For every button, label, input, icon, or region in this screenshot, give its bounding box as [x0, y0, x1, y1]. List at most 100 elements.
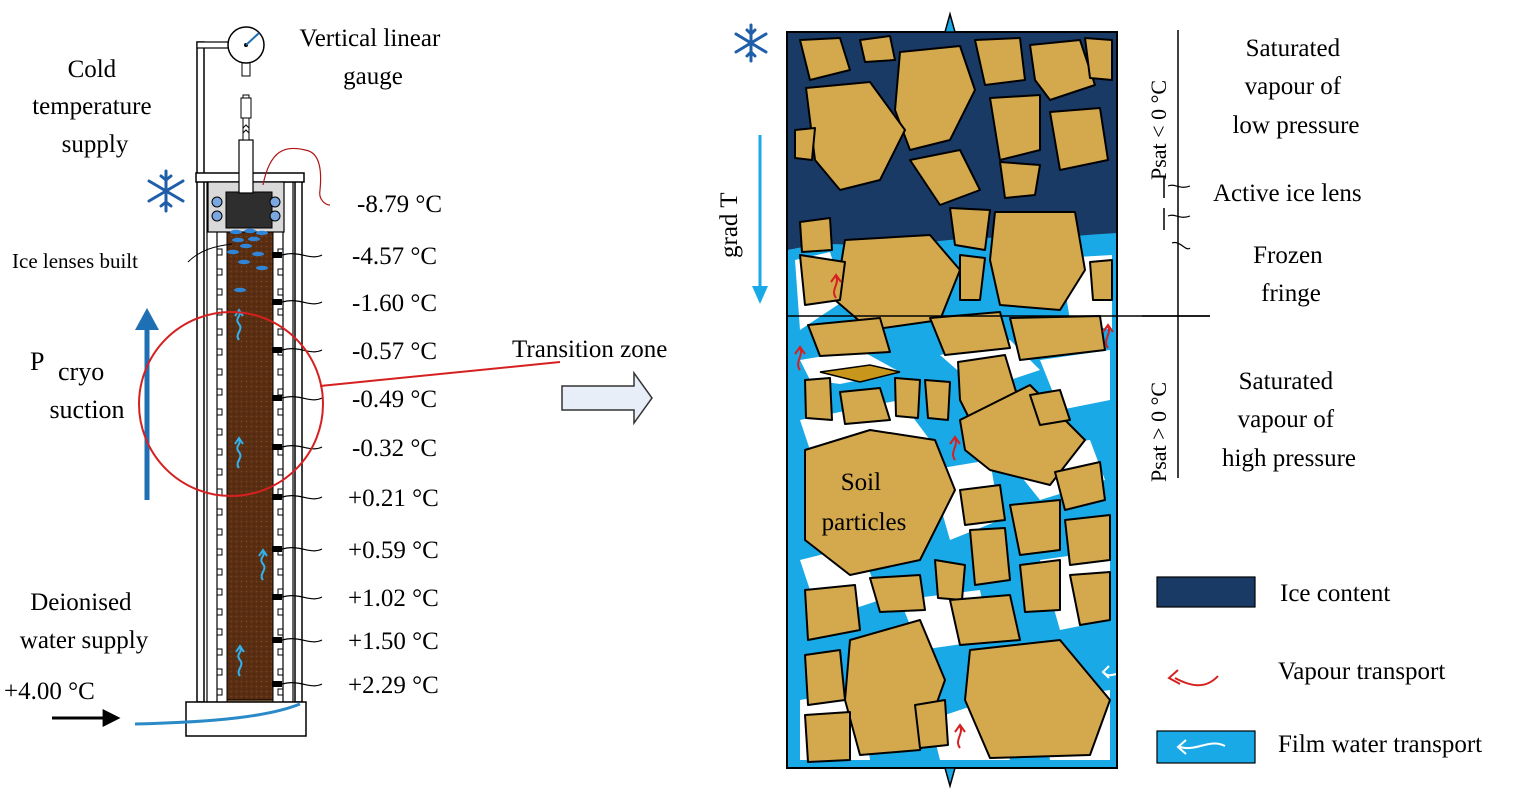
soil-particle: [949, 594, 1021, 646]
soil-particle: [989, 94, 1041, 161]
ring-stack-left: [216, 235, 223, 696]
snowflake-icon: [734, 23, 768, 63]
ice-lens: [238, 259, 250, 265]
probe-wire: [281, 253, 323, 258]
flow-arrowhead: [258, 548, 268, 557]
soil-particle: [804, 584, 861, 641]
probe-tip: [272, 252, 282, 258]
probe-temperature: -0.57 °C: [352, 338, 437, 365]
temperature-probes: [272, 252, 323, 687]
probe-tip: [272, 347, 282, 353]
probe-wire: [281, 547, 323, 552]
cap-thermocouple-wire: [262, 147, 331, 206]
vapour-arrow-icon: [1105, 325, 1110, 349]
vapour-arrowhead: [954, 723, 966, 733]
soil-particle: [914, 699, 949, 749]
vapour-arrow-icon: [952, 437, 957, 461]
zoom-arrow-icon: [561, 370, 653, 426]
stem-break-mark: [242, 129, 250, 134]
vapour-arrowhead: [949, 435, 961, 445]
suction-label-line2: suction: [49, 395, 124, 424]
soil-particle: [839, 387, 891, 425]
ice-lens: [227, 249, 239, 255]
suction-arrowhead: [135, 308, 159, 330]
soil-particle: [799, 254, 846, 306]
ring-stack-right: [277, 235, 284, 696]
transition-zone-circle: [138, 311, 324, 497]
soil-particle: [969, 527, 1011, 586]
probe-tip: [272, 637, 282, 643]
test-apparatus: [52, 26, 561, 737]
cell-wall-right: [282, 181, 294, 703]
legend-label-vapour: Vapour transport: [1278, 658, 1445, 685]
soil-particle: [999, 161, 1041, 199]
soil-particle: [799, 217, 833, 253]
lens-brace: [1167, 214, 1191, 218]
soil-particle: [794, 127, 816, 161]
soil-particle: [807, 317, 891, 357]
grad-t-label: grad T: [716, 193, 743, 259]
ice-lens: [244, 228, 256, 234]
vapour-arrow-icon: [833, 275, 838, 299]
soil-particle: [804, 711, 851, 763]
active-lens-label: Active ice lens: [1213, 180, 1362, 207]
soil-particle: [989, 211, 1086, 311]
soil-particle: [974, 37, 1026, 86]
soil-particle: [934, 559, 966, 601]
gauge-neck: [241, 61, 251, 77]
probe-tip: [272, 299, 282, 305]
ice-lens-marks: [227, 228, 268, 293]
ice-lens: [232, 237, 244, 243]
legend-film-arrowhead: [1176, 739, 1187, 755]
inlet-temperature: +4.00 °C: [4, 678, 95, 705]
probe-wire: [281, 638, 323, 643]
probe-tip: [272, 395, 282, 401]
gauge-label: Vertical linear gauge: [299, 25, 446, 90]
probe-temperature: +0.59 °C: [348, 537, 439, 564]
water-film-marks: [794, 273, 1117, 749]
soil-particle: [949, 207, 991, 251]
probe-tip: [272, 444, 282, 450]
probe-wire: [281, 682, 323, 687]
vapour-arrowhead: [830, 273, 842, 283]
legend-label-ice: Ice content: [1280, 580, 1390, 607]
soil-particle: [1054, 461, 1106, 511]
legend-vapour-arrow-icon: [1174, 675, 1219, 687]
probe-temperature: +0.21 °C: [348, 485, 439, 512]
left-labels: Vertical linear gauge Cold temperature s…: [4, 25, 667, 705]
cold-head: [225, 191, 273, 229]
soil-particle: [799, 37, 851, 81]
ice-lens-leader: [187, 243, 233, 263]
soil-particle: [1019, 559, 1061, 613]
legend-film-arrow-icon: [1179, 742, 1226, 750]
vapour-pressure-scale: Psat < 0 °C Psat > 0 °C Saturated vapour…: [1142, 30, 1362, 482]
frozen-fringe-label: Frozen fringe: [1253, 242, 1329, 307]
probe-tip: [272, 494, 282, 500]
soil-particle: [894, 377, 921, 419]
dial-needle: [245, 32, 260, 46]
probe-temperature: +1.50 °C: [348, 628, 439, 655]
soil-particle: [1089, 259, 1113, 301]
flow-path: [236, 311, 242, 341]
soil-particle: [1064, 514, 1111, 566]
gauge-spindle: [240, 97, 252, 119]
loading-piston: [238, 139, 254, 194]
grad-t-arrowhead: [752, 286, 768, 304]
ice-lens: [256, 230, 268, 236]
o-ring: [211, 210, 223, 222]
probe-wire: [281, 495, 323, 500]
pore-box-outline: [786, 31, 1118, 769]
film-water-arrowhead: [826, 567, 835, 581]
frame-rod-right: [294, 177, 303, 703]
water-inlet-tube: [134, 702, 301, 726]
ice-lens: [230, 229, 242, 235]
legend-vapour-arrowhead: [1167, 669, 1181, 685]
soil-particle: [819, 364, 901, 383]
legend-label-film: Film water transport: [1278, 731, 1482, 758]
cold-supply-label: Cold temperature supply: [32, 56, 158, 158]
legend: Ice content Vapour transport Film water …: [1156, 576, 1482, 764]
probe-temperature: -0.49 °C: [352, 386, 437, 413]
probe-tip: [272, 546, 282, 552]
ice-lens: [256, 265, 268, 271]
